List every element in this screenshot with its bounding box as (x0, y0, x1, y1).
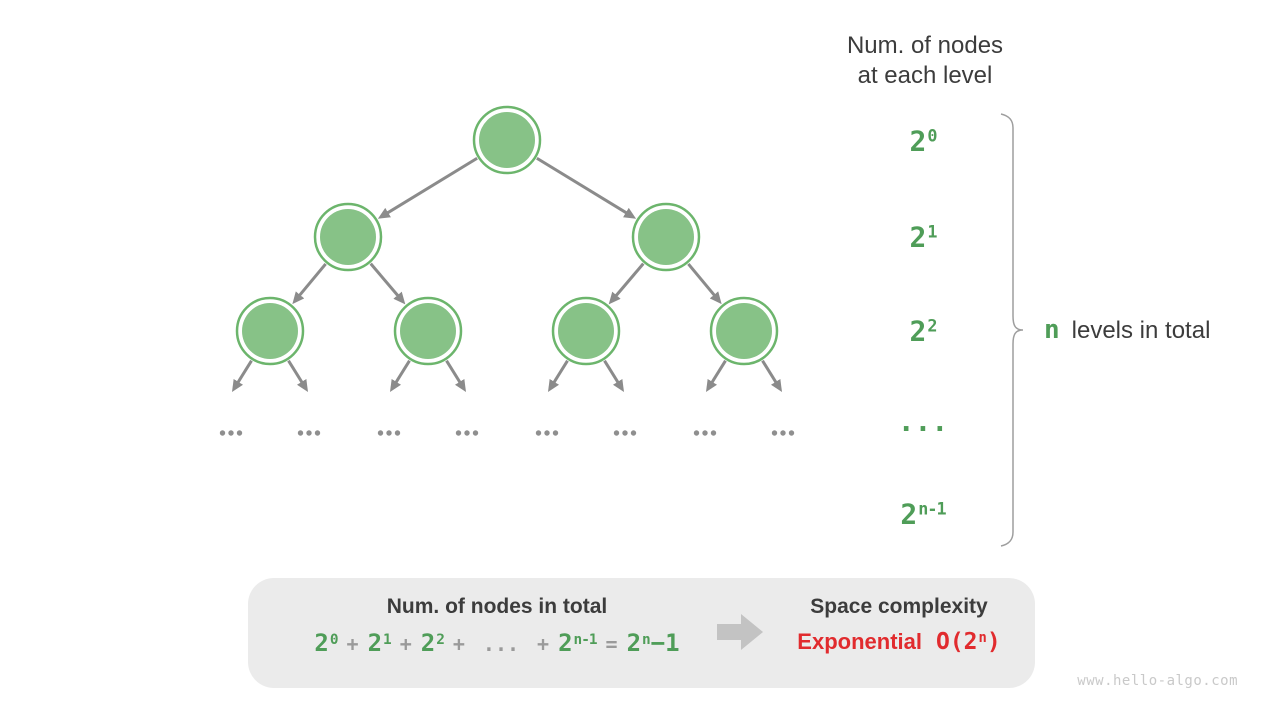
space-complexity-panel: Space complexity Exponential O(2n) (776, 595, 1022, 655)
level-label: 2n-1 (858, 494, 988, 528)
complexity-formula: O(2n) (936, 629, 1001, 655)
tree-stub-arrow (287, 359, 309, 392)
brace-label-text: levels in total (1071, 317, 1211, 344)
ellipsis-dots (297, 430, 321, 436)
ellipsis-dots (535, 430, 559, 436)
equation-operator: ... (482, 632, 520, 656)
equation-term: 22 (909, 314, 938, 348)
total-nodes-equation: 20 +21 +22 +... +2n-1 = 2n−1 (276, 629, 718, 657)
total-nodes-title: Num. of nodes in total (386, 595, 608, 618)
tree-node (551, 296, 621, 366)
tree-edge-arrow (536, 156, 637, 219)
tree-stub-arrow (761, 359, 783, 392)
equation-operator: + (452, 632, 465, 656)
ellipsis-dots (377, 430, 401, 436)
tree-edge-arrow (687, 262, 722, 305)
equation-operator: + (537, 632, 550, 656)
complexity-name: Exponential (797, 629, 922, 654)
equation-operator: = (605, 632, 618, 656)
equation-operator: + (346, 632, 359, 656)
complexity-value: Exponential O(2n) (776, 629, 1022, 655)
space-complexity-title: Space complexity (810, 595, 988, 618)
implies-arrow-icon (717, 614, 763, 650)
summary-box: Num. of nodes in total 20 +21 +22 +... +2n-1… (248, 578, 1035, 688)
equation-term: ... (897, 404, 949, 438)
column-header-line1: Num. of nodes (846, 32, 1004, 59)
equation-term: O(2n) (935, 629, 1001, 655)
level-label: ... (858, 404, 988, 438)
tree-stub-arrow (389, 359, 411, 392)
watermark: www.hello-algo.com (1077, 673, 1238, 689)
tree-node (313, 202, 383, 272)
total-nodes-panel: Num. of nodes in total 20 +21 +22 +... +2n-1… (276, 595, 718, 657)
tree-edge-arrow (608, 262, 645, 305)
brace-label: n levels in total (1044, 315, 1210, 345)
equation-term: 21 (367, 629, 392, 657)
tree-stub-arrow (445, 359, 467, 392)
tree-edge-arrow (369, 262, 406, 305)
tree-node (472, 105, 542, 175)
tree-node (709, 296, 779, 366)
equation-term: 21 (909, 220, 938, 254)
ellipsis-dots (613, 430, 637, 436)
level-label: 21 (858, 217, 988, 251)
ellipsis-dots (693, 430, 717, 436)
equation-term: 2n−1 (626, 629, 680, 657)
tree-node (393, 296, 463, 366)
ellipsis-dots (455, 430, 479, 436)
column-header: Num. of nodes at each level (795, 31, 1055, 91)
tree-stub-arrow (705, 359, 727, 392)
equation-operator: + (399, 632, 412, 656)
equation-term: 20 (314, 629, 338, 657)
levels-brace (1000, 113, 1024, 547)
tree-edge-arrow (377, 156, 478, 219)
tree-stub-arrow (603, 359, 625, 392)
tree-stub-arrow (547, 359, 569, 392)
tree-edge-arrow (292, 262, 327, 305)
ellipsis-dots (219, 430, 243, 436)
column-header-line2: at each level (857, 62, 993, 89)
brace-label-n: n (1044, 315, 1060, 345)
equation-term: 2n-1 (900, 497, 946, 531)
level-label: 20 (858, 121, 988, 155)
ellipsis-dots (771, 430, 795, 436)
equation-term: 22 (420, 629, 445, 657)
tree-node (631, 202, 701, 272)
equation-term: 2n-1 (558, 629, 597, 657)
tree-node (235, 296, 305, 366)
equation-term: 20 (909, 124, 938, 158)
level-label: 22 (858, 311, 988, 345)
tree-stub-arrow (231, 359, 253, 392)
